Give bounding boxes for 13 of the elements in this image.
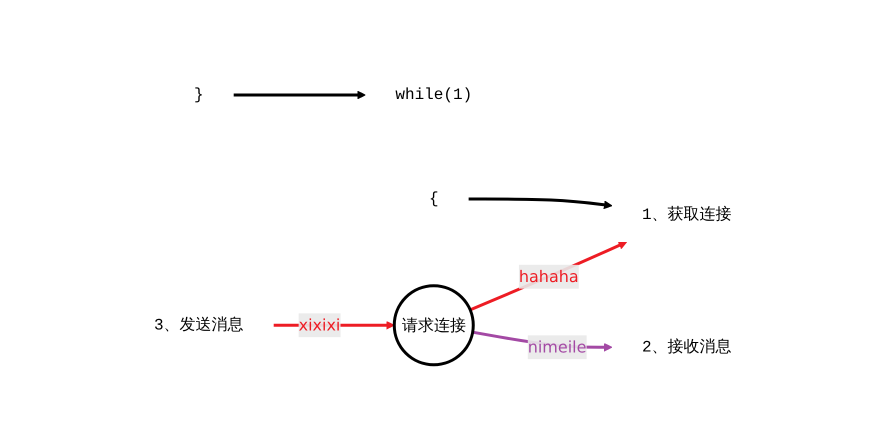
node-text: 1、获取连接 — [642, 206, 732, 224]
node-text: { — [428, 190, 438, 208]
arrow — [233, 90, 366, 100]
arrow — [469, 241, 627, 312]
node-text: 3、发送消息 — [154, 316, 244, 334]
node-text: while(1) — [395, 86, 472, 104]
edge-label: nimeile — [527, 337, 586, 356]
node-text: 2、接收消息 — [642, 338, 732, 356]
node-circle: 请求连接 — [392, 284, 474, 366]
node-text: } — [194, 86, 204, 104]
edge-label: xixixi — [298, 315, 340, 334]
arrow — [468, 197, 612, 210]
edge-label: hahaha — [518, 266, 578, 286]
